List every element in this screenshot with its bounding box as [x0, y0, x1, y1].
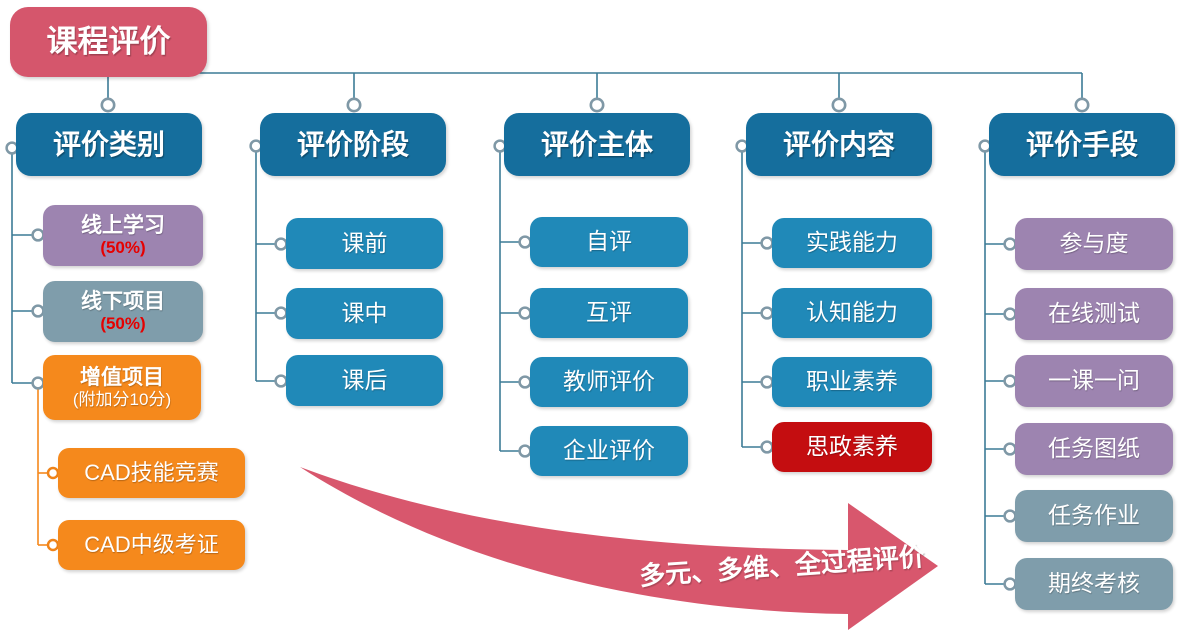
- node-label: 课中: [341, 299, 388, 326]
- node-online-test: 在线测试: [1015, 288, 1173, 340]
- node-label: 线上学习: [81, 214, 165, 238]
- node-during-class: 课中: [286, 288, 443, 339]
- node-teacher-evaluation: 教师评价: [530, 357, 688, 407]
- node-label: 一课一问: [1048, 367, 1140, 394]
- node-label: 参与度: [1059, 230, 1129, 257]
- column-header-subject: 评价主体: [504, 113, 690, 176]
- root-title: 课程评价: [10, 7, 207, 77]
- node-ideological-quality: 思政素养: [772, 422, 932, 472]
- node-label: 认知能力: [806, 299, 898, 326]
- node-before-class: 课前: [286, 218, 443, 269]
- node-cognitive-ability: 认知能力: [772, 288, 932, 338]
- column-header-label: 评价类别: [52, 128, 165, 160]
- node-professional-quality: 职业素养: [772, 357, 932, 407]
- node-label: 任务作业: [1048, 502, 1140, 529]
- node-task-drawings: 任务图纸: [1015, 423, 1173, 475]
- node-label: 互评: [586, 299, 632, 326]
- node-label: 自评: [586, 228, 632, 255]
- column-header-label: 评价阶段: [296, 128, 409, 160]
- column-header-content: 评价内容: [746, 113, 932, 176]
- node-label: 课后: [341, 366, 388, 393]
- column-header-label: 评价内容: [782, 128, 895, 160]
- node-label: 思政素养: [806, 433, 898, 460]
- column-header-method: 评价手段: [989, 113, 1175, 176]
- root-title-label: 课程评价: [46, 23, 171, 59]
- process-arrow: [300, 467, 938, 630]
- node-label: 线下项目: [81, 290, 165, 314]
- node-peer-evaluation: 互评: [530, 288, 688, 338]
- column-header-label: 评价主体: [540, 128, 653, 160]
- node-label: 在线测试: [1048, 300, 1140, 327]
- column-header-category: 评价类别: [16, 113, 202, 176]
- node-label: 期终考核: [1048, 570, 1140, 597]
- node-sublabel: (附加分10分): [72, 389, 172, 409]
- node-sublabel: (50%): [100, 313, 146, 333]
- node-label: 增值项目: [80, 366, 164, 390]
- node-label: 职业素养: [806, 368, 898, 395]
- node-online-learning: 线上学习 (50%): [43, 205, 203, 266]
- node-label: CAD中级考证: [84, 531, 219, 557]
- node-practical-ability: 实践能力: [772, 218, 932, 268]
- node-label: 课前: [341, 229, 388, 256]
- node-cad-skills-competition: CAD技能竞赛: [58, 448, 245, 498]
- node-label: 实践能力: [806, 229, 898, 256]
- node-participation: 参与度: [1015, 218, 1173, 270]
- node-task-homework: 任务作业: [1015, 490, 1173, 542]
- node-final-assessment: 期终考核: [1015, 558, 1173, 610]
- column-header-label: 评价手段: [1025, 128, 1138, 160]
- node-self-evaluation: 自评: [530, 217, 688, 267]
- node-sublabel: (50%): [100, 237, 146, 257]
- node-enterprise-evaluation: 企业评价: [530, 426, 688, 476]
- node-label: 任务图纸: [1048, 435, 1140, 462]
- node-label: CAD技能竞赛: [84, 459, 219, 485]
- node-one-question-per-class: 一课一问: [1015, 355, 1173, 407]
- node-value-added-project: 增值项目 (附加分10分): [43, 355, 201, 420]
- node-cad-intermediate-cert: CAD中级考证: [58, 520, 245, 570]
- node-offline-project: 线下项目 (50%): [43, 281, 203, 342]
- node-label: 教师评价: [563, 368, 655, 395]
- column-header-stage: 评价阶段: [260, 113, 446, 176]
- node-label: 企业评价: [563, 437, 655, 464]
- node-after-class: 课后: [286, 355, 443, 406]
